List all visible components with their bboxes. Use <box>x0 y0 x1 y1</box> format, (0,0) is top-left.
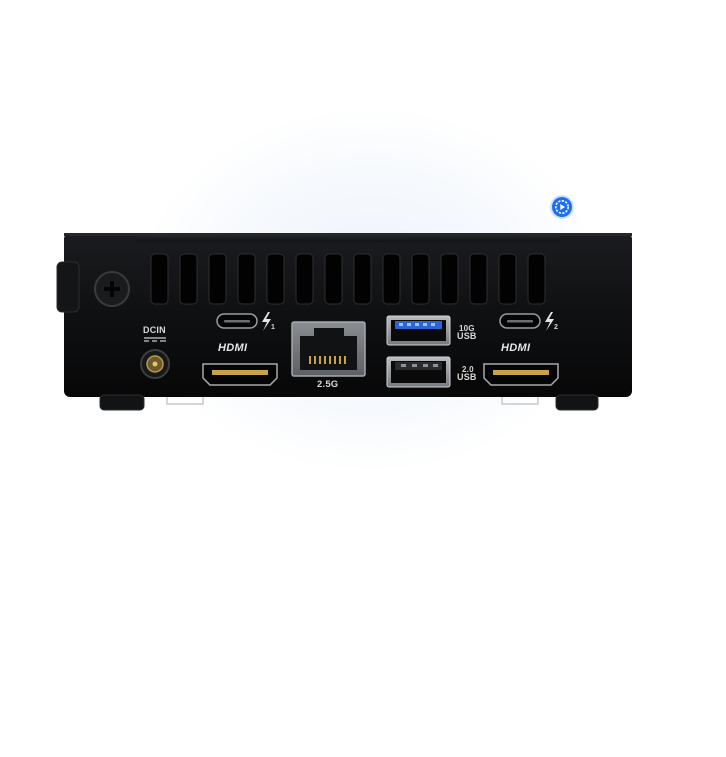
hdmi-port-right <box>483 363 559 386</box>
dcin-label: DCIN <box>143 325 166 335</box>
thunderbolt-icon <box>545 312 554 331</box>
usb-c-port-1 <box>216 313 258 329</box>
mounting-bracket <box>56 261 80 313</box>
thunderbolt-1-number: 1 <box>271 324 276 331</box>
hdmi-left-label: HDMI <box>218 342 248 354</box>
ethernet-port <box>291 321 366 377</box>
usb10-speed-label: 10G <box>459 324 475 333</box>
usb20-word-label: USB <box>457 372 477 382</box>
play-circle-icon <box>555 200 569 214</box>
usb-a-port-10g <box>386 315 451 346</box>
usb-c-port-2 <box>499 313 541 329</box>
vent-grille <box>151 254 545 304</box>
dc-in-jack <box>140 337 170 379</box>
play-hotspot-button[interactable] <box>552 197 572 217</box>
usb10-word-label: USB <box>457 331 477 341</box>
chassis <box>64 233 632 397</box>
clips <box>166 397 539 405</box>
usb-a-port-2-0 <box>386 356 451 388</box>
usb20-speed-label: 2.0 <box>462 365 474 374</box>
hdmi-port-left <box>202 363 278 386</box>
top-lid-edge <box>136 233 560 242</box>
thunderbolt-2-number: 2 <box>554 324 559 331</box>
lan-speed-label: 2.5G <box>317 379 339 390</box>
hdmi-right-label: HDMI <box>501 342 531 354</box>
thunderbolt-icon <box>262 312 271 331</box>
rubber-feet <box>99 394 599 411</box>
